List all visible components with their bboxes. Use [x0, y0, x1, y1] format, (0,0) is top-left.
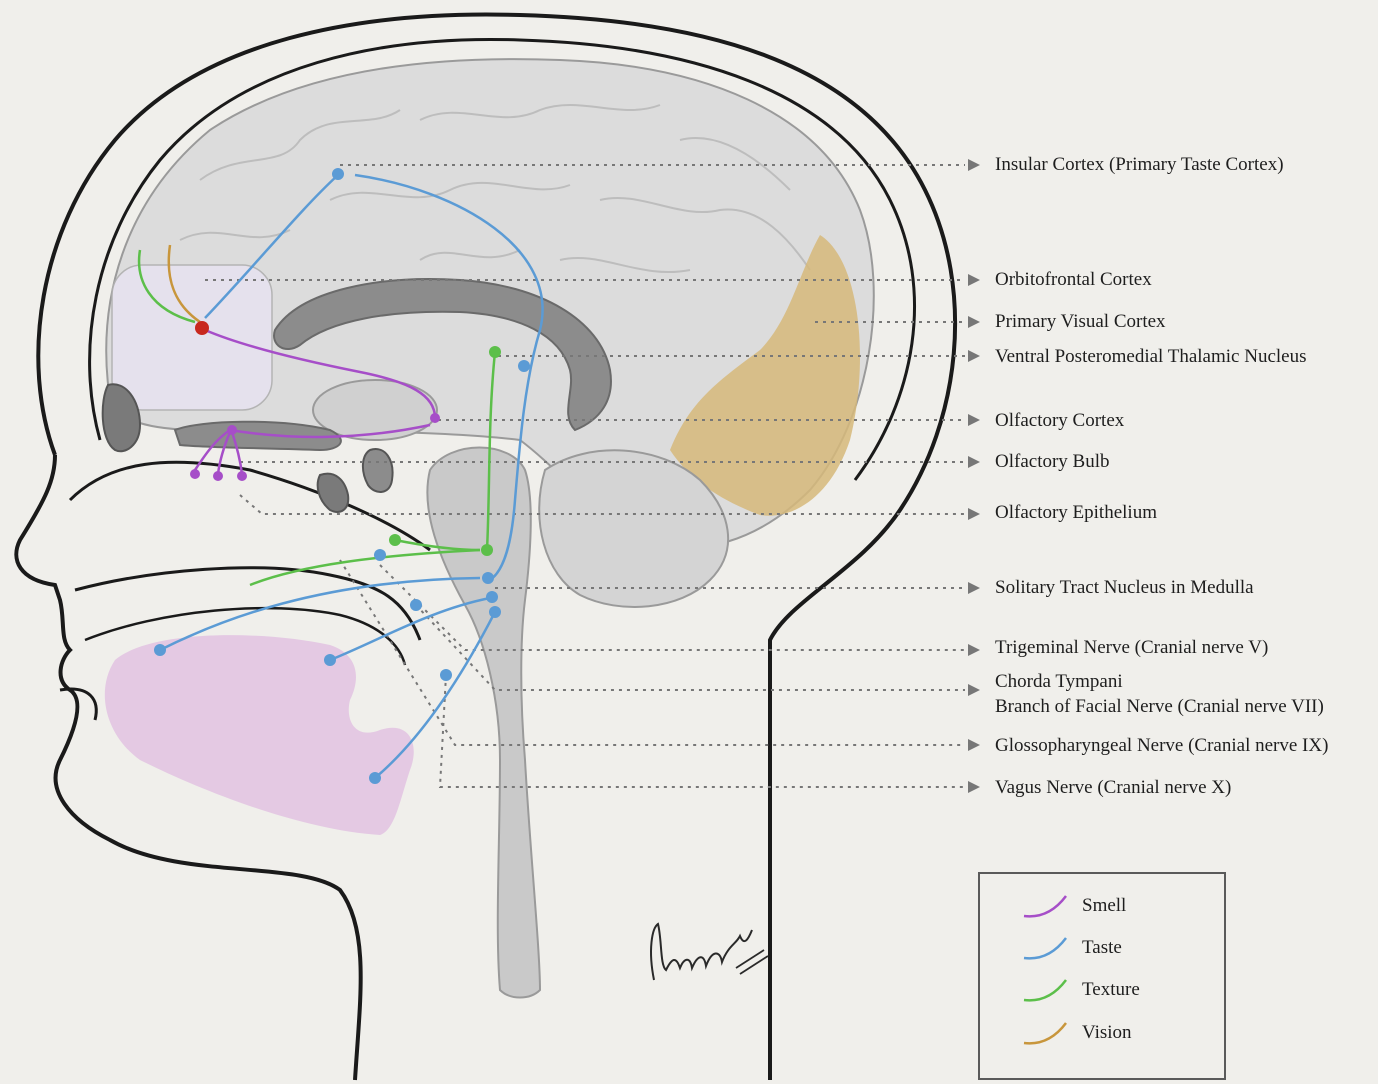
taste-node	[324, 654, 336, 666]
label-olfactory-bulb: Olfactory Bulb	[995, 449, 1110, 474]
taste-swatch-icon	[1020, 934, 1070, 964]
smell-node	[227, 425, 237, 435]
label-insular-cortex: Insular Cortex (Primary Taste Cortex)	[995, 152, 1284, 177]
vision-swatch-icon	[1020, 1019, 1070, 1049]
label-olfactory-epithelium: Olfactory Epithelium	[995, 500, 1157, 525]
smell-node	[213, 471, 223, 481]
label-vpm-thalamic-nucleus: Ventral Posteromedial Thalamic Nucleus	[995, 344, 1306, 369]
brainstem-spinal-cord	[427, 448, 540, 998]
texture-node	[489, 346, 501, 358]
leader-arrowheads	[968, 159, 980, 793]
smell-node	[430, 413, 440, 423]
legend-label-taste: Taste	[1082, 937, 1122, 959]
artist-signature	[640, 910, 780, 990]
legend-label-texture: Texture	[1082, 979, 1140, 1001]
convergence-node	[195, 321, 209, 335]
label-glossopharyngeal-nerve: Glossopharyngeal Nerve (Cranial nerve IX…	[995, 733, 1328, 758]
taste-node	[154, 644, 166, 656]
taste-node	[369, 772, 381, 784]
taste-node	[440, 669, 452, 681]
label-vagus-nerve: Vagus Nerve (Cranial nerve X)	[995, 775, 1231, 800]
orbitofrontal-region	[112, 265, 272, 410]
legend-item-taste: Taste	[980, 932, 1224, 968]
label-orbitofrontal-cortex: Orbitofrontal Cortex	[995, 267, 1152, 292]
taste-node	[482, 572, 494, 584]
legend: Smell Taste Texture Vision	[978, 872, 1226, 1080]
legend-item-smell: Smell	[980, 890, 1224, 926]
sphenoid-bone	[318, 474, 349, 512]
taste-node	[518, 360, 530, 372]
taste-node	[486, 591, 498, 603]
texture-node	[389, 534, 401, 546]
legend-item-texture: Texture	[980, 974, 1224, 1010]
tongue	[105, 635, 414, 835]
label-chorda-tympani-line1: Chorda Tympani	[995, 669, 1324, 694]
taste-node	[374, 549, 386, 561]
smell-node	[237, 471, 247, 481]
label-primary-visual-cortex: Primary Visual Cortex	[995, 309, 1166, 334]
label-chorda-tympani: Chorda Tympani Branch of Facial Nerve (C…	[995, 669, 1324, 719]
smell-swatch-icon	[1020, 892, 1070, 922]
taste-node	[332, 168, 344, 180]
legend-item-vision: Vision	[980, 1017, 1224, 1053]
label-solitary-tract-nucleus: Solitary Tract Nucleus in Medulla	[995, 575, 1254, 600]
label-trigeminal-nerve: Trigeminal Nerve (Cranial nerve V)	[995, 635, 1268, 660]
label-olfactory-cortex: Olfactory Cortex	[995, 408, 1124, 433]
label-chorda-tympani-line2: Branch of Facial Nerve (Cranial nerve VI…	[995, 694, 1324, 719]
taste-node	[489, 606, 501, 618]
legend-label-smell: Smell	[1082, 895, 1126, 917]
smell-node	[190, 469, 200, 479]
taste-node	[410, 599, 422, 611]
palate	[75, 568, 420, 640]
legend-label-vision: Vision	[1082, 1022, 1132, 1044]
texture-swatch-icon	[1020, 976, 1070, 1006]
texture-node	[481, 544, 493, 556]
pituitary-region	[363, 449, 393, 492]
